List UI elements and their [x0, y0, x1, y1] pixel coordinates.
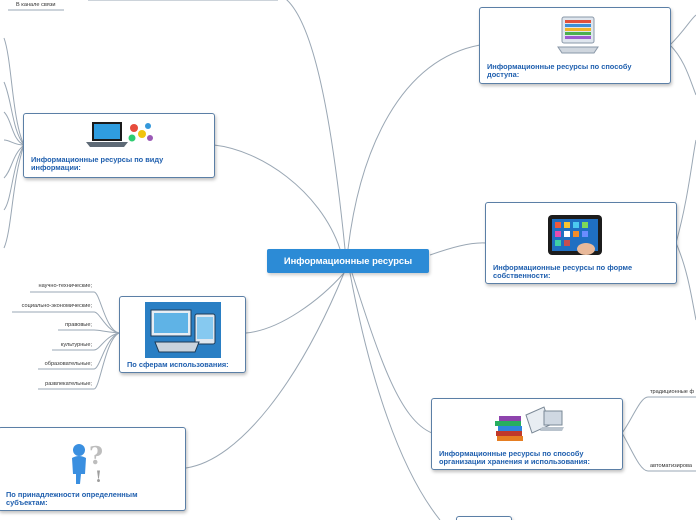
node-partial-bottom[interactable]: [456, 516, 512, 520]
central-topic[interactable]: Информационные ресурсы: [267, 249, 429, 273]
node-ownership[interactable]: Информационные ресурсы по форме собствен…: [485, 202, 677, 284]
svg-text:?: ?: [89, 441, 103, 470]
tablet-icon: [548, 215, 602, 255]
link-access: [347, 44, 481, 250]
node-storage-label: Информационные ресурсы по способу органи…: [439, 449, 590, 467]
link-spheres: [245, 272, 345, 334]
leaf-storage-1: традиционные ф: [650, 389, 695, 395]
leaf-sphere-3: правовые;: [65, 322, 92, 328]
node-spheres-label: По сферам использования:: [127, 360, 229, 369]
node-subjects[interactable]: ? ! По принадлежности определенным субъе…: [0, 427, 186, 511]
laptop-books-icon: [557, 16, 599, 54]
figure-with-question-icon: ? !: [72, 441, 103, 486]
leaf-sphere-2: социально-экономические;: [21, 303, 92, 309]
books-laptop-icon: [495, 406, 564, 441]
leaf-sphere-6: развлекательные;: [45, 381, 92, 387]
leaf-sphere-1: научно-технические;: [38, 283, 92, 289]
node-info-type[interactable]: Информационные ресурсы по виду информаци…: [23, 113, 215, 178]
node-access[interactable]: Информационные ресурсы по способу доступ…: [479, 7, 671, 84]
laptop-media-icon: [86, 122, 153, 147]
leaf-sphere-5: образовательные;: [44, 361, 92, 367]
link-subjects: [185, 272, 345, 469]
node-ownership-label: Информационные ресурсы по форме собствен…: [493, 263, 633, 281]
link-ownership: [429, 242, 487, 256]
node-storage[interactable]: Информационные ресурсы по способу органи…: [431, 398, 623, 470]
node-spheres[interactable]: По сферам использования:: [119, 296, 246, 373]
link-storage: [351, 272, 433, 434]
svg-text:!: !: [95, 467, 102, 486]
devices-icon: [145, 302, 221, 358]
leaf-channel: В канале связи: [16, 2, 56, 8]
link-bottom: [349, 272, 441, 520]
link-info-type: [213, 144, 341, 250]
node-access-label: Информационные ресурсы по способу доступ…: [487, 62, 632, 80]
leaf-sphere-4: культурные;: [60, 342, 92, 348]
link-top-left: [286, 0, 346, 250]
node-info-type-label: Информационные ресурсы по виду информаци…: [31, 155, 164, 173]
leaf-storage-2: автоматизирова: [650, 463, 693, 469]
node-subjects-label: По принадлежности определенным субъектам…: [6, 490, 138, 508]
